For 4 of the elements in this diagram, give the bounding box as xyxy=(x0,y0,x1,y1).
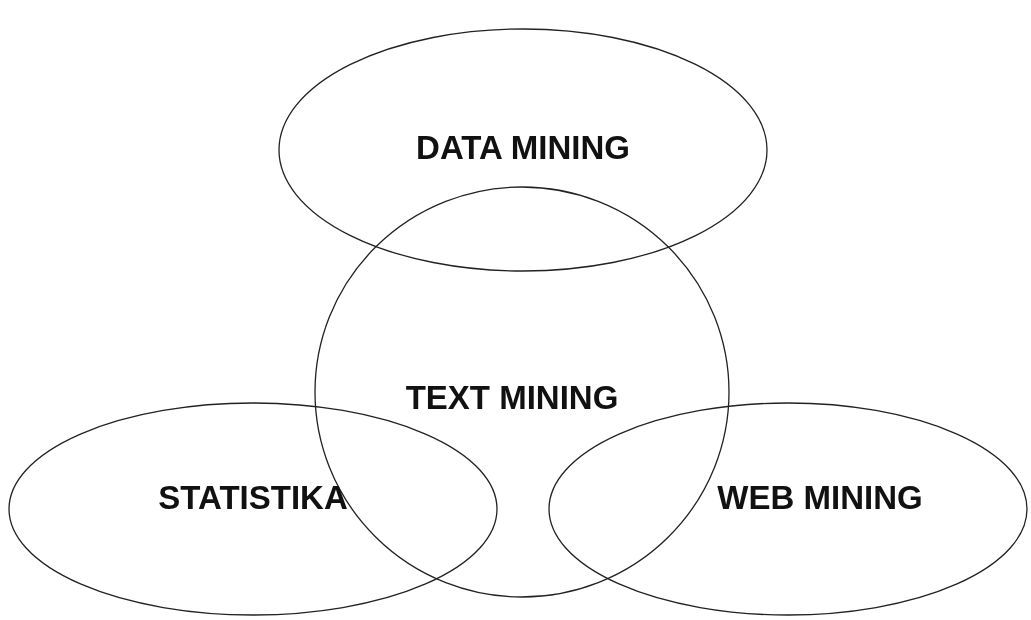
node-label: DATA MINING xyxy=(416,129,630,167)
node-label: WEB MINING xyxy=(717,479,923,517)
node-label: TEXT MINING xyxy=(405,379,619,417)
node-label: STATISTIKA xyxy=(158,479,348,517)
